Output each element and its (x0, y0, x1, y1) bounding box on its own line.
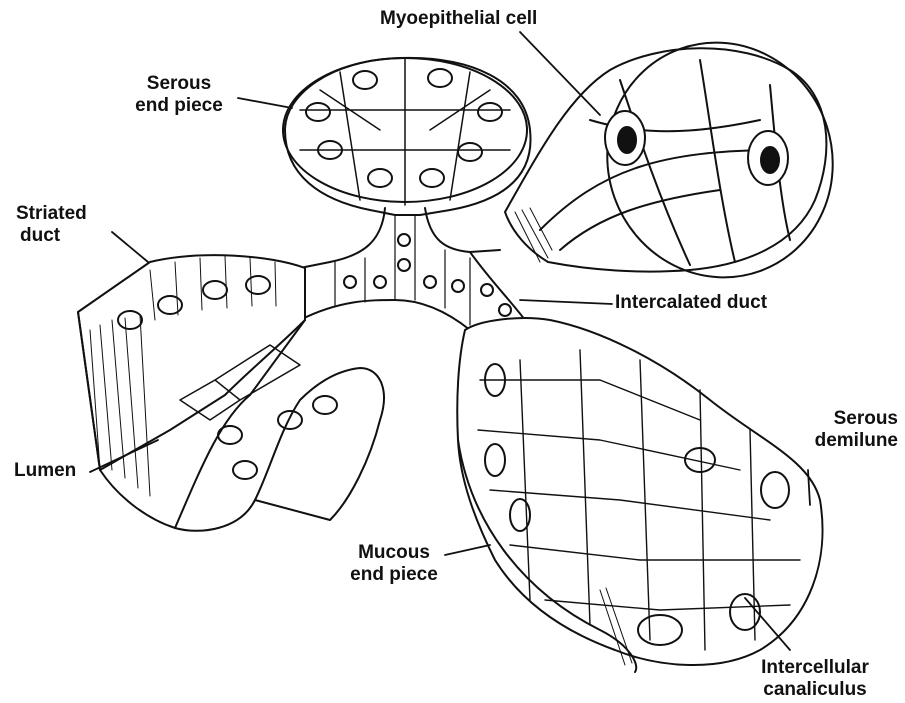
mucous-end-piece-label-line-2: end piece (335, 564, 453, 586)
striated-duct-label-line-2: duct (16, 225, 87, 247)
lumen-label: Lumen (14, 460, 76, 482)
leader-intercalated-duct (520, 300, 612, 304)
myoepithelial-cell-body (605, 111, 645, 165)
serous-end-piece (283, 58, 531, 215)
mucous-end-piece (457, 318, 822, 672)
intercellular-canaliculus-label: Intercellular canaliculus (740, 657, 890, 701)
intercellular-canaliculus-label-line-2: canaliculus (740, 679, 890, 701)
myoepithelial-end-piece (505, 11, 866, 309)
leader-striated-duct (112, 232, 148, 262)
striated-duct-label-line-1: Striated (16, 203, 87, 225)
mucous-end-piece-label-line-1: Mucous (335, 542, 453, 564)
striated-duct-label: Striated duct (16, 203, 87, 247)
serous-demilune-label: Serous demilune (780, 408, 898, 452)
serous-end-piece-label-line-1: Serous (120, 73, 238, 95)
intercalated-duct-label: Intercalated duct (615, 292, 767, 314)
serous-demilune-label-line-2: demilune (780, 430, 898, 452)
striated-duct (78, 255, 384, 531)
leader-myoepithelial (520, 32, 600, 115)
myoepithelial-cell-body-2 (748, 131, 788, 185)
intercellular-canaliculus-label-line-1: Intercellular (740, 657, 890, 679)
myoepithelial-cell-label: Myoepithelial cell (380, 8, 537, 30)
leader-serous-end-piece (238, 98, 292, 108)
serous-demilune-label-line-1: Serous (780, 408, 898, 430)
serous-end-piece-label: Serous end piece (120, 73, 238, 117)
serous-end-piece-label-line-2: end piece (120, 95, 238, 117)
mucous-end-piece-label: Mucous end piece (335, 542, 453, 586)
